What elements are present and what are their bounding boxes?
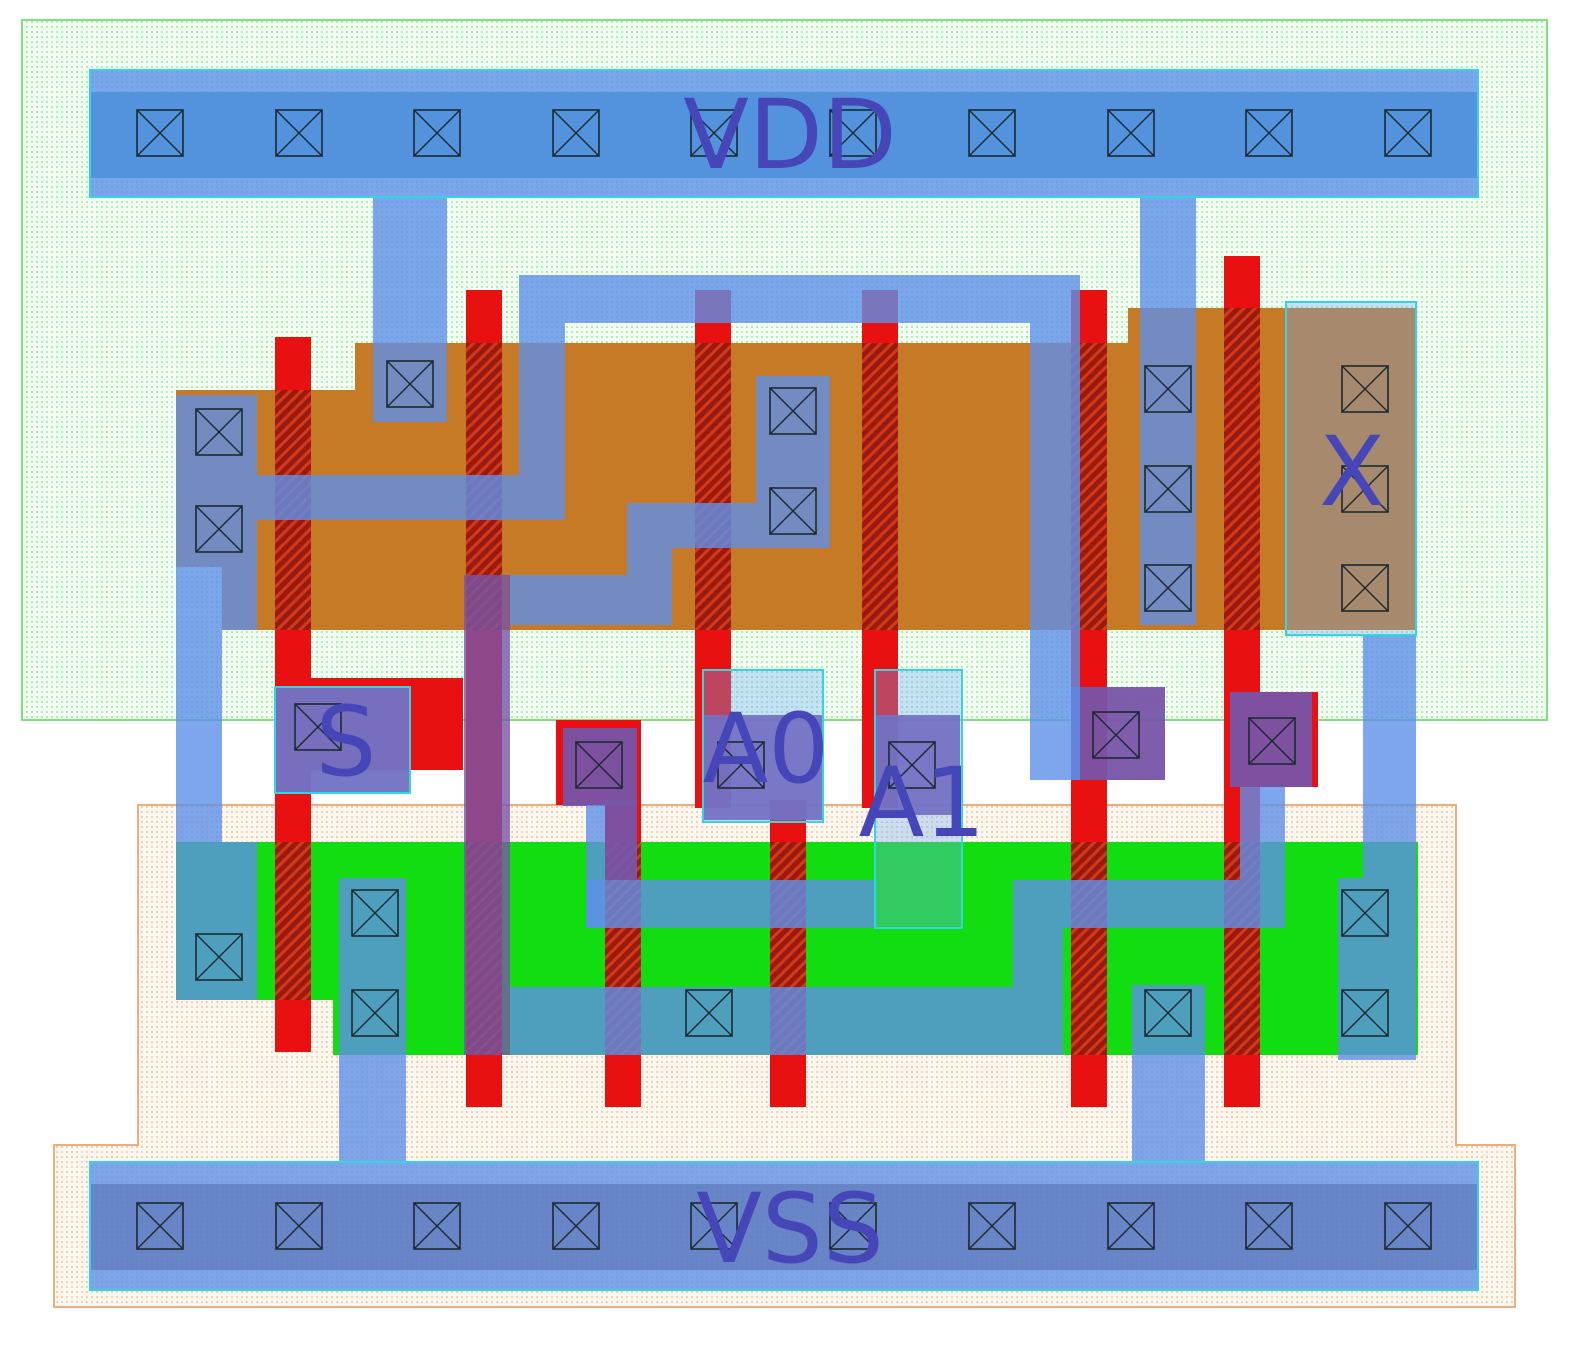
contact-icon xyxy=(136,1202,184,1250)
pin-vss[interactable] xyxy=(89,1161,1479,1291)
contact-icon xyxy=(1384,1202,1432,1250)
contact-icon xyxy=(294,703,342,751)
contact-icon xyxy=(136,109,184,157)
label-a0: A0 xyxy=(703,693,830,805)
contact-icon xyxy=(1248,717,1296,765)
contact-icon xyxy=(1092,711,1140,759)
contact-icon xyxy=(690,109,738,157)
contact-icon xyxy=(968,109,1016,157)
contact-icon xyxy=(1341,889,1389,937)
contact-icon xyxy=(351,989,399,1037)
contact-icon xyxy=(769,387,817,435)
contact-icon xyxy=(1245,109,1293,157)
contact-icon xyxy=(1107,109,1155,157)
contact-icon xyxy=(351,889,399,937)
label-vss: VSS xyxy=(696,1173,884,1285)
contact-icon xyxy=(1245,1202,1293,1250)
contact-icon xyxy=(1341,365,1389,413)
label-s: S xyxy=(316,686,377,798)
pin-x[interactable] xyxy=(1285,301,1417,636)
contact-icon xyxy=(690,1202,738,1250)
label-a1: A1 xyxy=(859,747,986,859)
contact-icon xyxy=(195,408,243,456)
contact-icon xyxy=(195,933,243,981)
contact-icon xyxy=(275,1202,323,1250)
local-interconnect-layer xyxy=(275,575,1312,1055)
contact-icon xyxy=(1384,109,1432,157)
contacts-layer xyxy=(136,109,1432,1250)
contact-icon xyxy=(195,505,243,553)
label-vdd: VDD xyxy=(683,79,897,191)
contact-icon xyxy=(829,1202,877,1250)
contact-icon xyxy=(888,741,936,789)
contact-icon xyxy=(552,109,600,157)
pin-outlines xyxy=(89,69,1479,1291)
contact-icon xyxy=(413,109,461,157)
contact-icon xyxy=(717,741,765,789)
contact-icon xyxy=(685,989,733,1037)
pin-vdd[interactable] xyxy=(89,69,1479,198)
label-x: X xyxy=(1319,416,1385,528)
contact-icon xyxy=(1144,365,1192,413)
contact-icon xyxy=(1144,465,1192,513)
contact-icon xyxy=(829,109,877,157)
contact-icon xyxy=(769,487,817,535)
contact-icon xyxy=(1107,1202,1155,1250)
contact-icon xyxy=(968,1202,1016,1250)
contact-icon xyxy=(1341,465,1389,513)
contact-icon xyxy=(275,109,323,157)
contact-icon xyxy=(1341,564,1389,612)
pin-a0[interactable] xyxy=(702,669,824,823)
pin-a1[interactable] xyxy=(874,669,963,929)
contact-icon xyxy=(1144,989,1192,1037)
contact-icon xyxy=(413,1202,461,1250)
contact-icon xyxy=(386,360,434,408)
contact-icon xyxy=(575,741,623,789)
contact-icon xyxy=(1341,989,1389,1037)
contact-icon xyxy=(552,1202,600,1250)
contact-icon xyxy=(1144,564,1192,612)
